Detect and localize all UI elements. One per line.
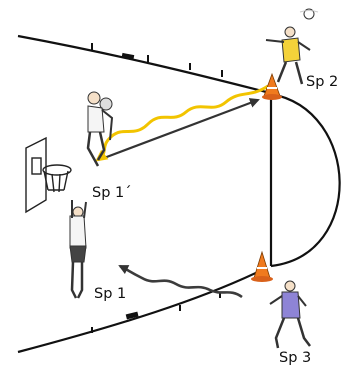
lane-block-top bbox=[121, 52, 135, 61]
dribble-path-dark bbox=[118, 264, 243, 299]
free-throw-circle-arc bbox=[270, 92, 341, 268]
basketball-player-icon bbox=[69, 200, 87, 299]
label-sp2: Sp 2 bbox=[306, 74, 338, 90]
dribble-path-yellow bbox=[95, 84, 269, 162]
basketball-hoop-icon bbox=[25, 136, 72, 214]
court-lines bbox=[17, 34, 341, 354]
court-bottom-line bbox=[17, 269, 263, 354]
basketball-player-icon bbox=[269, 280, 311, 349]
pass-arrow bbox=[103, 98, 260, 160]
traffic-cone-icon bbox=[251, 250, 273, 282]
label-sp1-prime: Sp 1´ bbox=[92, 185, 132, 201]
label-sp3: Sp 3 bbox=[279, 350, 311, 366]
lane-hash-marks bbox=[91, 43, 223, 333]
label-sp1: Sp 1 bbox=[94, 286, 126, 302]
traffic-cone-icon bbox=[262, 72, 282, 100]
lane-block-bottom bbox=[125, 311, 139, 320]
basketball-player-icon bbox=[265, 8, 319, 85]
basketball-player-icon bbox=[86, 91, 114, 167]
court-top-line bbox=[17, 34, 271, 95]
